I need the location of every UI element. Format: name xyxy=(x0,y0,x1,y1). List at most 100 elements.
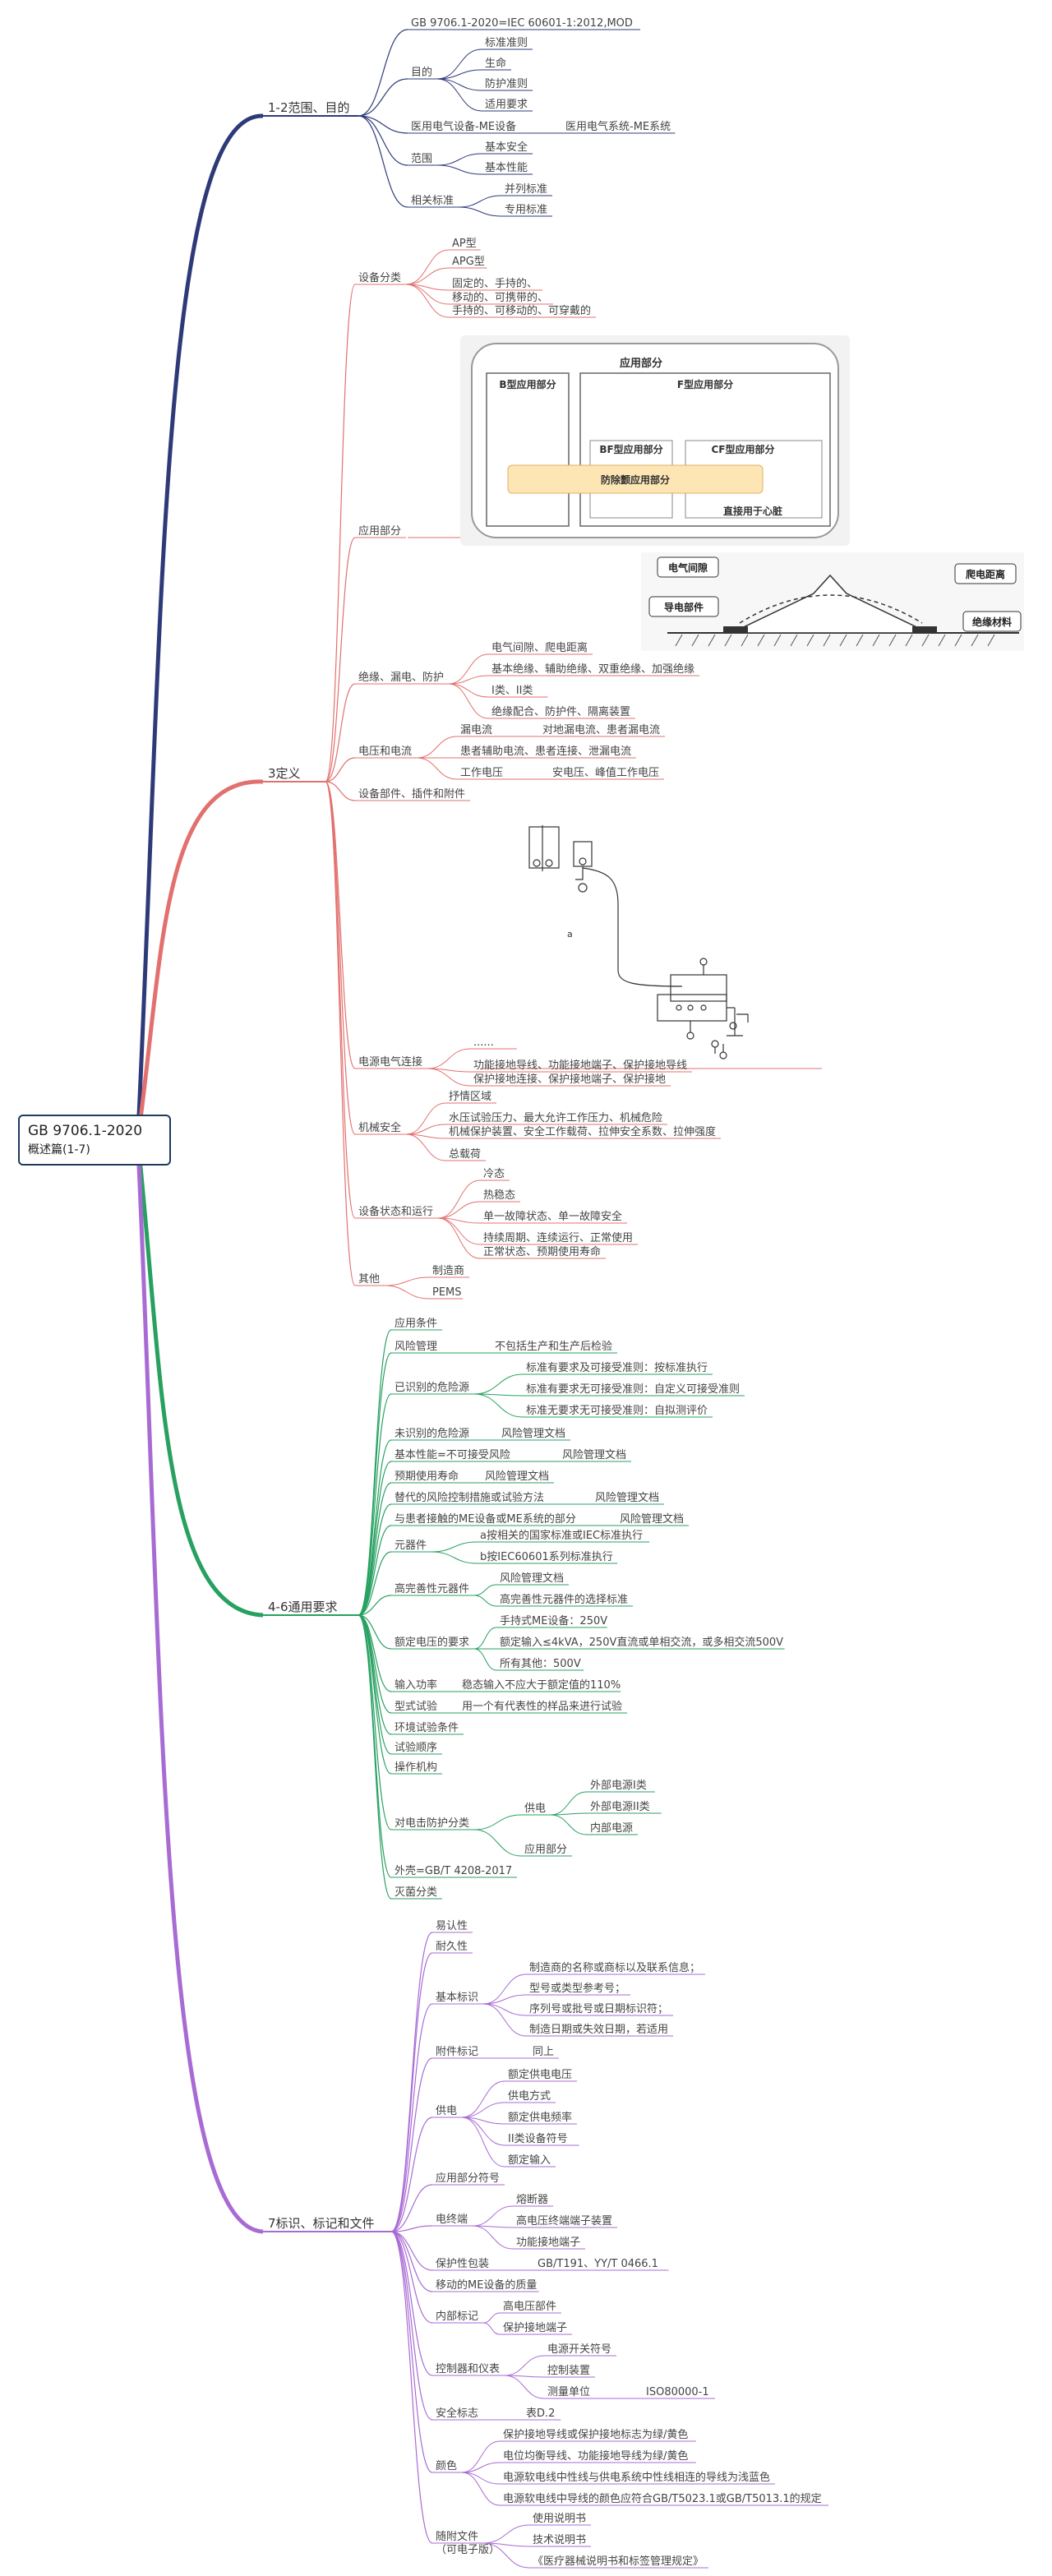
node-label[interactable]: 制造日期或失效日期，若适用 xyxy=(529,2023,668,2036)
node-label[interactable]: 水压试验压力、最大允许工作压力、机械危险 xyxy=(449,1111,662,1124)
branch-label-b3[interactable]: 4-6通用要求 xyxy=(268,1600,338,1614)
node-label[interactable]: 预期使用寿命 xyxy=(394,1470,459,1483)
node-label[interactable]: 额定输入≤4kVA，250V直流或单相交流，或多相交流500V xyxy=(500,1636,783,1649)
node-label[interactable]: 型式试验 xyxy=(394,1700,437,1713)
node-label[interactable]: 持续周期、连续运行、正常使用 xyxy=(483,1231,633,1244)
node-label[interactable]: 熔断器 xyxy=(516,2194,548,2206)
node-label[interactable]: 高完善性元器件的选择标准 xyxy=(500,1593,628,1606)
node-label[interactable]: 风险管理文档 xyxy=(500,1572,564,1585)
branch-label-b2[interactable]: 3定义 xyxy=(268,766,301,781)
node-label[interactable]: 额定供电电压 xyxy=(508,2069,572,2081)
node-label[interactable]: 同上 xyxy=(533,2046,554,2058)
node-label[interactable]: 标准准则 xyxy=(485,37,528,49)
node-label[interactable]: 绝缘、漏电、防护 xyxy=(358,671,444,684)
node-label[interactable]: 基本标识 xyxy=(436,1992,478,2004)
node-label[interactable]: 用一个有代表性的样品来进行试验 xyxy=(462,1700,622,1713)
node-label[interactable]: 保护接地端子 xyxy=(503,2321,567,2334)
node-label[interactable]: 单一故障状态、单一故障安全 xyxy=(483,1210,622,1223)
node-label[interactable]: 设备部件、插件和附件 xyxy=(358,787,465,801)
node-label[interactable]: 技术说明书 xyxy=(533,2534,586,2546)
node-label[interactable]: 操作机构 xyxy=(394,1761,437,1774)
node-label[interactable]: 测量单位 xyxy=(547,2386,590,2398)
node-label[interactable]: PEMS xyxy=(432,1286,462,1299)
node-label[interactable]: 应用部分符号 xyxy=(436,2172,500,2185)
node-label[interactable]: 试验顺序 xyxy=(394,1741,437,1754)
node-label[interactable]: 手持的、可移动的、可穿戴的 xyxy=(452,304,591,317)
node-label[interactable]: GB/T191、YY/T 0466.1 xyxy=(538,2258,658,2270)
node-label[interactable]: 防护准则 xyxy=(485,77,528,90)
node-label[interactable]: 专用标准 xyxy=(505,204,547,216)
node-label[interactable]: 电终端 xyxy=(436,2213,468,2226)
node-label[interactable]: 随附文件 xyxy=(436,2531,478,2543)
node-label[interactable]: 《医疗器械说明书和标签管理规定》 xyxy=(533,2555,704,2568)
node-label[interactable]: 电源软电线中导线的颜色应符合GB/T5023.1或GB/T5013.1的规定 xyxy=(503,2492,822,2505)
node-label[interactable]: 供电方式 xyxy=(508,2089,551,2103)
node-label[interactable]: 控制装置 xyxy=(547,2365,590,2377)
node-label[interactable]: 外壳=GB/T 4208-2017 xyxy=(394,1865,512,1877)
node-label[interactable]: 保护性包装 xyxy=(436,2258,489,2270)
node-label[interactable]: 序列号或批号或日期标识符； xyxy=(529,2002,668,2015)
node-label[interactable]: 应用条件 xyxy=(394,1317,437,1330)
node-label[interactable]: 额定电压的要求 xyxy=(394,1636,469,1649)
node-label[interactable]: 内部电源 xyxy=(590,1821,633,1835)
node-label[interactable]: 基本绝缘、辅助绝缘、双重绝缘、加强绝缘 xyxy=(491,662,694,676)
node-label[interactable]: 所有其他：500V xyxy=(500,1658,581,1670)
node-label[interactable]: 电源电气连接 xyxy=(358,1055,422,1069)
node-label[interactable]: 冷态 xyxy=(483,1168,505,1180)
node-label[interactable]: 患者辅助电流、患者连接、泄漏电流 xyxy=(460,745,631,758)
node-label[interactable]: 生命 xyxy=(485,57,506,70)
node-label[interactable]: （可电子版） xyxy=(436,2544,500,2556)
node-label[interactable]: 替代的风险控制措施或试验方法 xyxy=(394,1491,544,1504)
node-label[interactable]: 适用要求 xyxy=(485,99,528,111)
node-label[interactable]: 安电压、峰值工作电压 xyxy=(552,766,659,779)
node-label[interactable]: 风险管理 xyxy=(394,1341,437,1353)
node-label[interactable]: 手持式ME设备：250V xyxy=(500,1614,607,1627)
node-label[interactable]: 绝缘配合、防护件、隔离装置 xyxy=(491,705,630,718)
node-label[interactable]: 范围 xyxy=(411,153,432,165)
node-label[interactable]: 内部标记 xyxy=(436,2310,478,2323)
node-label[interactable]: 不包括生产和生产后检验 xyxy=(495,1340,612,1353)
node-label[interactable]: 与患者接触的ME设备或ME系统的部分 xyxy=(394,1512,576,1526)
node-label[interactable]: 稳态输入不应大于额定值的110% xyxy=(462,1678,621,1692)
node-label[interactable]: ISO80000-1 xyxy=(646,2386,709,2398)
node-label[interactable]: 抒情区域 xyxy=(449,1091,491,1103)
node-label[interactable]: 灭菌分类 xyxy=(394,1886,437,1899)
node-label[interactable]: 制造商的名称或商标以及联系信息； xyxy=(529,1961,700,1974)
node-label[interactable]: 应用部分 xyxy=(524,1843,567,1856)
node-label[interactable]: 耐久性 xyxy=(436,1941,468,1953)
node-label[interactable]: I类、II类 xyxy=(491,685,533,697)
node-label[interactable]: 机械安全 xyxy=(358,1121,401,1134)
node-label[interactable]: 已识别的危险源 xyxy=(394,1381,469,1394)
node-label[interactable]: 控制器和仪表 xyxy=(436,2363,500,2375)
node-label[interactable]: 外部电源II类 xyxy=(590,1801,650,1813)
node-label[interactable]: 功能接地端子 xyxy=(516,2236,580,2249)
node-label[interactable]: 工作电压 xyxy=(460,767,503,779)
node-label[interactable]: 热稳态 xyxy=(483,1189,515,1202)
node-label[interactable]: 应用部分 xyxy=(358,524,401,538)
node-label[interactable]: 制造商 xyxy=(432,1265,464,1277)
node-label[interactable]: 对电击防护分类 xyxy=(394,1817,469,1830)
branch-label-b4[interactable]: 7标识、标记和文件 xyxy=(268,2216,375,2231)
node-label[interactable]: 电源开关符号 xyxy=(547,2343,611,2356)
node-label[interactable]: II类设备符号 xyxy=(508,2132,568,2145)
node-label[interactable]: 电位均衡导线、功能接地导线为绿/黄色 xyxy=(503,2449,688,2463)
node-label[interactable]: 标准有要求无可接受准则：自定义可接受准则 xyxy=(526,1383,740,1396)
node-label[interactable]: 使用说明书 xyxy=(533,2512,586,2525)
node-label[interactable]: 固定的、手持的、 xyxy=(452,277,538,290)
node-label[interactable]: 附件标记 xyxy=(436,2046,478,2058)
node-label[interactable]: 风险管理文档 xyxy=(501,1428,565,1440)
node-label[interactable]: AP型 xyxy=(452,238,477,250)
node-label[interactable]: ...... xyxy=(473,1036,494,1049)
node-label[interactable]: APG型 xyxy=(452,256,485,268)
node-label[interactable]: 易认性 xyxy=(436,1920,468,1932)
node-label[interactable]: 漏电流 xyxy=(460,723,492,736)
node-label[interactable]: 输入功率 xyxy=(394,1678,437,1692)
node-label[interactable]: 高完善性元器件 xyxy=(394,1582,469,1595)
node-label[interactable]: 供电 xyxy=(524,1803,546,1815)
node-label[interactable]: 标准有要求及可接受准则：按标准执行 xyxy=(526,1361,708,1374)
node-label[interactable]: 元器件 xyxy=(394,1540,427,1552)
node-label[interactable]: 基本安全 xyxy=(485,141,528,154)
node-label[interactable]: 移动的、可携带的、 xyxy=(452,291,548,304)
node-label[interactable]: GB 9706.1-2020=IEC 60601-1:2012,MOD xyxy=(411,17,633,30)
node-label[interactable]: 基本性能=不可接受风险 xyxy=(394,1448,510,1461)
